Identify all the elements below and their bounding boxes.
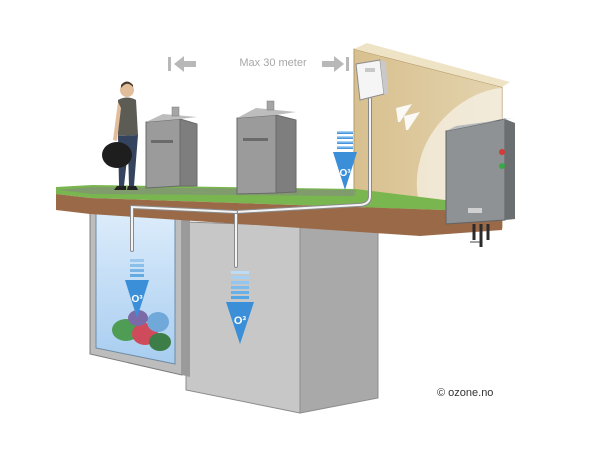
waste-bag	[149, 333, 171, 351]
ozone-down-arrow-icon: O³	[333, 131, 357, 190]
waste-bag	[128, 310, 148, 326]
status-light-red	[499, 149, 505, 155]
ventilation-chevron-icon	[396, 104, 420, 130]
ozone-down-arrow-icon: O³	[125, 259, 149, 318]
copyright-label: © ozone.no	[437, 387, 494, 399]
ozone-label: O³	[131, 294, 143, 305]
ozone-pipe	[130, 97, 372, 268]
waste-bin-icon	[145, 106, 198, 189]
status-light-green	[499, 163, 505, 169]
waste-bin-icon	[236, 100, 297, 195]
underground-tank-right	[185, 219, 379, 414]
waste-bag	[147, 312, 169, 332]
left-arrow-icon	[168, 56, 196, 72]
ozone-label: O³	[339, 168, 351, 179]
ozone-generator-icon	[355, 59, 388, 101]
ozone-down-arrow-icon: O³	[226, 271, 254, 344]
ozone-generator-icon	[445, 118, 515, 247]
right-arrow-icon	[322, 56, 349, 72]
garbage-bag	[102, 142, 132, 168]
distance-label: Max 30 meter	[239, 57, 307, 69]
person-icon	[102, 81, 138, 190]
ozone-label: O³	[234, 315, 247, 327]
